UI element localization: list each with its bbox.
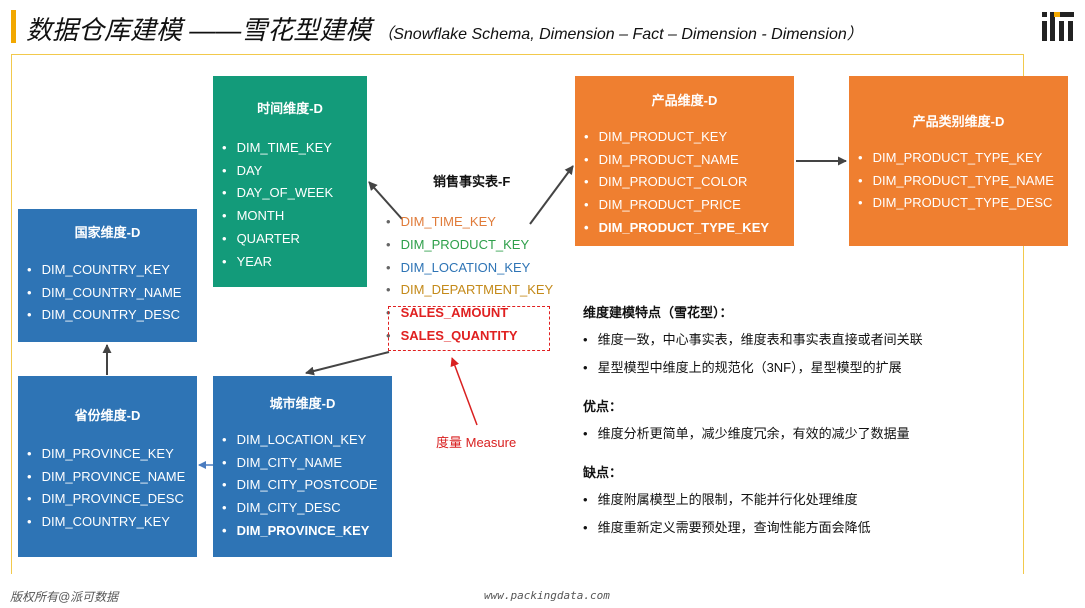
product-type-dim-item: DIM_PRODUCT_TYPE_NAME [858, 170, 1068, 193]
feature-item: 星型模型中维度上的规范化（3NF），星型模型的扩展 [583, 357, 923, 376]
city-dimension-title: 城市维度-D [269, 396, 336, 411]
measure-annotation: 度量 Measure [436, 435, 517, 450]
measure-highlight-box [388, 306, 550, 351]
city-dim-item: DIM_CITY_DESC [222, 497, 392, 520]
arrow-fact-to-city [305, 351, 390, 376]
features-heading: 维度建模特点（雪花型）： [583, 305, 733, 320]
fact-item: •DIM_PRODUCT_KEY [386, 236, 530, 252]
product-dimension-box: 产品维度-D DIM_PRODUCT_KEY DIM_PRODUCT_NAME … [575, 76, 794, 246]
cons-heading: 缺点： [583, 465, 623, 480]
time-dim-item: DIM_TIME_KEY [222, 137, 367, 160]
country-dimension-box: 国家维度-D DIM_COUNTRY_KEY DIM_COUNTRY_NAME … [18, 209, 197, 342]
product-dim-item: DIM_PRODUCT_COLOR [584, 171, 794, 194]
feature-item: 维度一致，中心事实表，维度表和事实表直接或者间关联 [583, 329, 923, 348]
province-dimension-title: 省份维度-D [74, 408, 141, 423]
product-type-dim-item: DIM_PRODUCT_TYPE_DESC [858, 192, 1068, 215]
country-dimension-title: 国家维度-D [74, 225, 141, 240]
city-dim-item: DIM_CITY_POSTCODE [222, 474, 392, 497]
fact-item: •DIM_TIME_KEY [386, 214, 496, 229]
fact-item: •DIM_LOCATION_KEY [386, 259, 531, 275]
cons-item: 维度附属模型上的限制，不能并行化处理维度 [583, 489, 923, 508]
page-title: 数据仓库建模 ——雪花型建模 （Snowflake Schema, Dimensi… [26, 10, 863, 47]
city-dim-item: DIM_PROVINCE_KEY [222, 520, 392, 543]
fact-item-label: DIM_TIME_KEY [400, 214, 496, 229]
country-dim-item: DIM_COUNTRY_NAME [27, 282, 197, 305]
website-url: www.packingdata.com [484, 589, 610, 602]
title-accent-bar [11, 10, 16, 43]
pros-heading: 优点： [583, 399, 623, 414]
time-dimension-box: 时间维度-D DIM_TIME_KEY DAY DAY_OF_WEEK MONT… [213, 76, 367, 287]
product-type-dimension-box: 产品类别维度-D DIM_PRODUCT_TYPE_KEY DIM_PRODUC… [849, 76, 1068, 246]
product-dim-item: DIM_PRODUCT_PRICE [584, 194, 794, 217]
fact-item-label: DIM_LOCATION_KEY [400, 259, 531, 275]
fact-table-title: 销售事实表-F [433, 174, 511, 189]
time-dim-item: QUARTER [222, 228, 367, 251]
arrow-measure-pointer [450, 357, 478, 426]
province-dim-item: DIM_PROVINCE_NAME [27, 466, 197, 489]
fact-item: •DIM_DEPARTMENT_KEY [386, 282, 554, 298]
country-dim-item: DIM_COUNTRY_KEY [27, 259, 197, 282]
product-dim-item: DIM_PRODUCT_KEY [584, 126, 794, 149]
characteristics-panel: 维度建模特点（雪花型）： 维度一致，中心事实表，维度表和事实表直接或者间关联 星… [583, 302, 923, 545]
fact-measure-label: SALES_AMOUNT [400, 305, 509, 321]
page-title-main: 数据仓库建模 ——雪花型建模 [26, 15, 372, 45]
frame-left-line [11, 54, 12, 574]
pros-item: 维度分析更简单，减少维度冗余，有效的减少了数据量 [583, 423, 923, 442]
product-type-dim-item: DIM_PRODUCT_TYPE_KEY [858, 147, 1068, 170]
time-dim-item: MONTH [222, 205, 367, 228]
fact-item-label: DIM_PRODUCT_KEY [400, 236, 530, 252]
header-divider [11, 54, 1023, 55]
product-dim-item: DIM_PRODUCT_NAME [584, 149, 794, 172]
province-dim-item: DIM_PROVINCE_DESC [27, 488, 197, 511]
province-dim-item: DIM_COUNTRY_KEY [27, 511, 197, 534]
cons-item: 维度重新定义需要预处理，查询性能方面会降低 [583, 517, 923, 536]
time-dimension-title: 时间维度-D [257, 101, 323, 116]
frame-right-line [1023, 54, 1024, 574]
country-dim-item: DIM_COUNTRY_DESC [27, 304, 197, 327]
product-dim-item: DIM_PRODUCT_TYPE_KEY [584, 217, 794, 240]
product-type-dimension-title: 产品类别维度-D [912, 114, 1005, 129]
time-dim-item: DAY_OF_WEEK [222, 182, 367, 205]
province-dim-item: DIM_PROVINCE_KEY [27, 443, 197, 466]
brand-logo-icon [1042, 12, 1074, 41]
fact-item-label: DIM_DEPARTMENT_KEY [400, 282, 554, 298]
province-dimension-box: 省份维度-D DIM_PROVINCE_KEY DIM_PROVINCE_NAM… [18, 376, 197, 557]
time-dim-item: YEAR [222, 251, 367, 274]
page-subtitle: （Snowflake Schema, Dimension – Fact – Di… [377, 26, 863, 43]
arrow-fact-to-product [529, 165, 574, 225]
city-dim-item: DIM_CITY_NAME [222, 452, 392, 475]
product-dimension-title: 产品维度-D [651, 93, 718, 108]
time-dim-item: DAY [222, 160, 367, 183]
copyright-text: 版权所有@派可数据 [10, 590, 119, 604]
city-dim-item: DIM_LOCATION_KEY [222, 429, 392, 452]
city-dimension-box: 城市维度-D DIM_LOCATION_KEY DIM_CITY_NAME DI… [213, 376, 392, 557]
arrow-fact-to-time [368, 181, 403, 220]
fact-measure-label: SALES_QUANTITY [400, 327, 518, 343]
